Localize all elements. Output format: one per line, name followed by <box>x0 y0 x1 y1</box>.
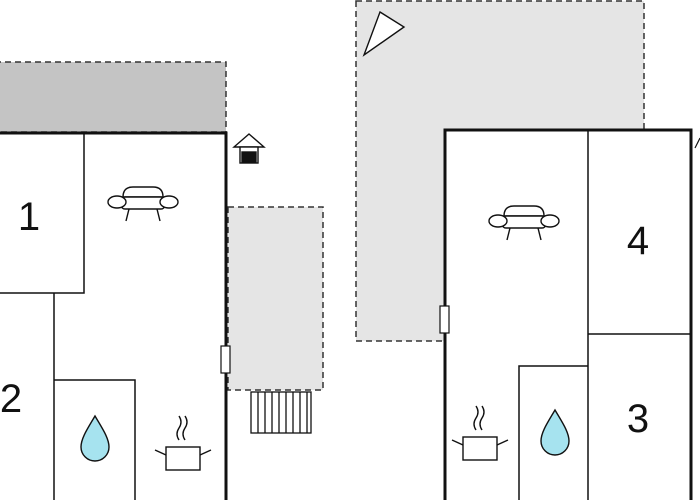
sofa-icon <box>488 205 560 241</box>
room-number: 3 <box>627 397 649 441</box>
water-drop-icon <box>80 414 110 462</box>
left-building <box>0 131 231 500</box>
cooking-pot-icon <box>154 415 212 471</box>
terrace-area-middle <box>227 206 324 391</box>
room-number: 4 <box>627 219 649 263</box>
door-icon <box>220 345 231 374</box>
stairs-icon <box>250 391 312 434</box>
sofa-icon <box>107 186 179 222</box>
door-icon <box>439 305 450 334</box>
edge-mark <box>694 137 700 149</box>
triangle-marker-icon <box>362 10 406 57</box>
house-icon <box>232 133 266 164</box>
room-number: 1 <box>18 195 40 239</box>
roofed-terrace-area <box>0 61 227 133</box>
water-drop-icon <box>540 408 570 456</box>
room-number: 2 <box>0 377 22 421</box>
cooking-pot-icon <box>451 405 509 461</box>
